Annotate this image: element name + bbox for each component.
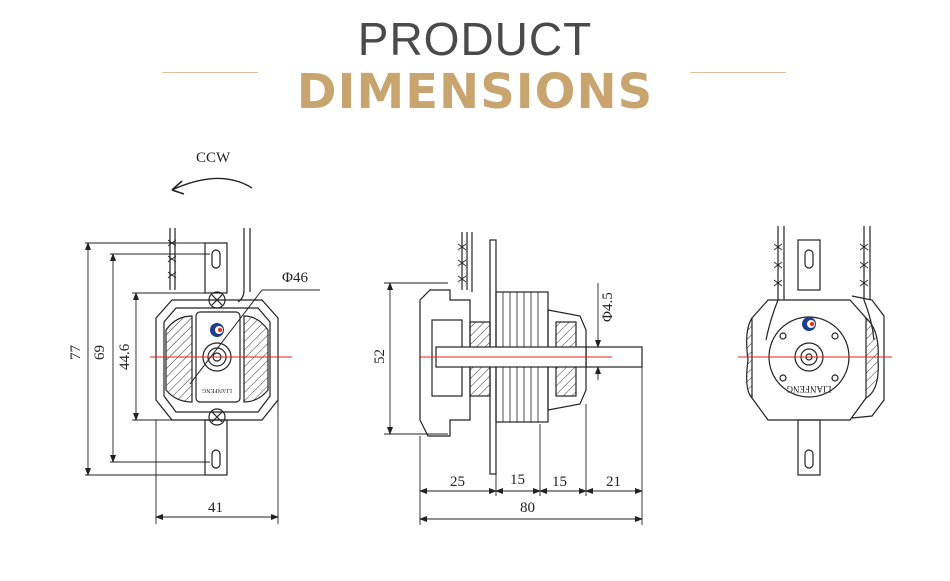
rear-top-tab bbox=[797, 239, 821, 291]
title-block: PRODUCT DIMENSIONS bbox=[0, 0, 950, 130]
dim-height-77: 77 bbox=[68, 345, 84, 361]
dim-width-41: 41 bbox=[208, 500, 223, 516]
front-view: LIANFENG bbox=[85, 177, 320, 524]
ccw-arrow-icon bbox=[171, 177, 253, 195]
bottom-mount-tab bbox=[204, 419, 228, 476]
rear-bottom-tab bbox=[797, 419, 821, 476]
rear-logo-icon bbox=[802, 317, 816, 331]
title-product: PRODUCT bbox=[357, 13, 593, 65]
front-frame bbox=[155, 299, 279, 421]
title-rule-left bbox=[162, 72, 258, 73]
rear-view: LIANFENG bbox=[738, 226, 892, 476]
dim-height-52: 52 bbox=[372, 349, 388, 364]
rear-brand-text: LIANFENG bbox=[786, 384, 831, 394]
dim-len-25: 25 bbox=[450, 474, 465, 490]
top-mount-tab bbox=[204, 242, 228, 294]
ccw-label: CCW bbox=[196, 150, 231, 166]
title-dimensions: DIMENSIONS bbox=[296, 64, 654, 120]
dim-diameter-46: Φ46 bbox=[282, 270, 308, 286]
front-brand-text: LIANFENG bbox=[201, 387, 232, 393]
lead-wires bbox=[167, 228, 251, 303]
dim-len-15a: 15 bbox=[510, 472, 525, 488]
dim-height-44-6: 44.6 bbox=[117, 343, 133, 370]
dim-len-15b: 15 bbox=[552, 474, 567, 490]
title-rule-right bbox=[690, 72, 786, 73]
logo-icon bbox=[210, 323, 224, 337]
dim-height-69: 69 bbox=[92, 345, 108, 360]
side-view bbox=[384, 232, 643, 525]
dim-len-80: 80 bbox=[520, 500, 535, 516]
dim-shaft-4-5: Φ4.5 bbox=[600, 292, 616, 322]
side-frame bbox=[419, 289, 471, 437]
dim-len-21: 21 bbox=[606, 474, 621, 490]
